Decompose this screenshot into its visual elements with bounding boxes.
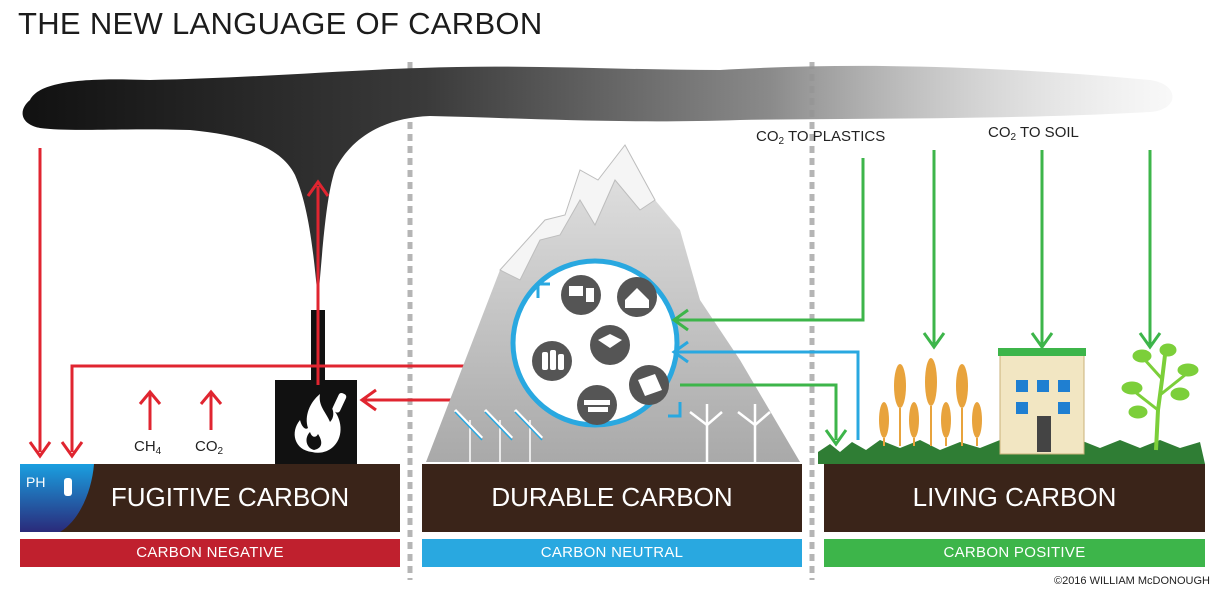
flame-icon: [294, 394, 341, 453]
fugitive-carbon-title: FUGITIVE CARBON: [110, 482, 350, 512]
soil-durable: [422, 464, 802, 532]
durable-carbon-title: DURABLE CARBON: [491, 482, 733, 512]
copyright-notice: ©2016 WILLIAM McDONOUGH: [1053, 575, 1210, 587]
wheat-icon: [879, 358, 982, 438]
ph-label: PH: [26, 474, 46, 490]
solar-panels: [453, 408, 544, 462]
building-icon: [998, 348, 1086, 455]
co2-label: CO2: [195, 438, 224, 457]
carbon-negative-label: CARBON NEGATIVE: [136, 544, 284, 561]
band-positive: [824, 539, 1205, 567]
co2-to-soil-label: CO2 TO SOIL: [988, 124, 1079, 143]
ch4-label: CH4: [134, 438, 162, 457]
co2-to-plastics-label: CO2 TO PLASTICS: [756, 128, 886, 147]
page-title: THE NEW LANGUAGE OF CARBON: [18, 6, 543, 41]
bottle-icon: [64, 478, 72, 496]
smoke-cloud: [22, 65, 1173, 300]
soil-living: [824, 464, 1205, 532]
carbon-positive-label: CARBON POSITIVE: [943, 544, 1086, 561]
living-carbon-title: LIVING CARBON: [912, 482, 1117, 512]
tree-icon: [1121, 343, 1199, 451]
carbon-neutral-label: CARBON NEUTRAL: [540, 544, 684, 561]
band-negative: [20, 539, 400, 567]
bottle-in-fire-icon: [332, 392, 347, 413]
water-pool: [20, 464, 94, 532]
band-neutral: [422, 539, 802, 567]
wind-turbines: [689, 404, 771, 462]
